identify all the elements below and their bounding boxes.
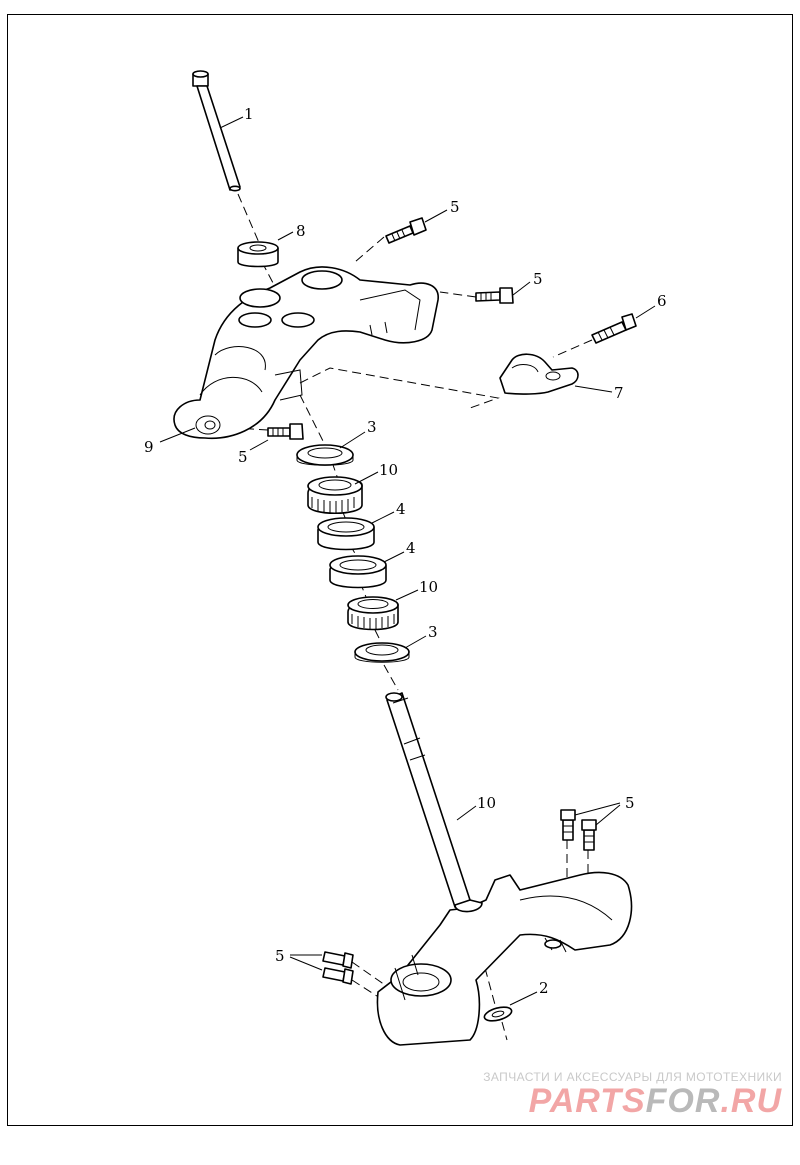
callout-5-upper-right: 5 bbox=[533, 270, 543, 288]
callout-10-upper: 10 bbox=[379, 461, 398, 479]
callout-2: 2 bbox=[539, 979, 549, 997]
part-5-screws-lower-right bbox=[560, 809, 597, 851]
callout-3-upper: 3 bbox=[367, 418, 377, 436]
callout-5-lower-right: 5 bbox=[625, 794, 635, 812]
part-10-steering-stem-lower-clamp bbox=[376, 692, 633, 1046]
part-1-long-bolt bbox=[192, 70, 241, 192]
watermark-logo-part1: PARTS bbox=[528, 1082, 646, 1120]
watermark-logo-part3: .RU bbox=[720, 1082, 782, 1120]
watermark: ЗАПЧАСТИ И АКСЕССУАРЫ ДЛЯ МОТОТЕХНИКИ PA… bbox=[483, 1070, 782, 1118]
callout-5-lower-left: 5 bbox=[275, 947, 285, 965]
part-4-bearing-race-upper bbox=[317, 517, 375, 551]
part-6-screw bbox=[591, 313, 637, 344]
diagram-frame bbox=[7, 14, 793, 1126]
part-7-clamp-bracket bbox=[499, 353, 579, 395]
callout-8: 8 bbox=[296, 222, 306, 240]
callout-7: 7 bbox=[614, 384, 624, 402]
part-5-screws-lower-left bbox=[322, 951, 354, 985]
watermark-logo-part2: FOR bbox=[645, 1082, 721, 1120]
callout-1: 1 bbox=[244, 105, 254, 123]
part-2-washer bbox=[483, 1006, 513, 1022]
callout-10-stem: 10 bbox=[477, 794, 496, 812]
part-5-screw-pinch bbox=[267, 423, 304, 440]
callout-9: 9 bbox=[144, 438, 154, 456]
callout-leaders bbox=[159, 116, 656, 1006]
watermark-tagline: ЗАПЧАСТИ И АКСЕССУАРЫ ДЛЯ МОТОТЕХНИКИ bbox=[483, 1070, 782, 1084]
callout-labels: 1 8 5 5 6 7 9 5 3 10 4 4 10 3 10 5 5 2 bbox=[144, 105, 667, 997]
part-8-nut bbox=[237, 241, 279, 268]
part-9-upper-triple-clamp bbox=[173, 266, 439, 440]
part-5-screw-upper-right bbox=[475, 287, 514, 304]
callout-5-upper-top: 5 bbox=[450, 198, 460, 216]
callout-5-pinch: 5 bbox=[238, 448, 248, 466]
part-10-bearing-upper bbox=[307, 476, 363, 514]
part-10-bearing-lower bbox=[347, 596, 399, 631]
callout-6: 6 bbox=[657, 292, 667, 310]
watermark-logo: PARTSFOR.RU bbox=[483, 1084, 782, 1118]
callout-4-upper: 4 bbox=[396, 500, 406, 518]
callout-4-lower: 4 bbox=[406, 539, 416, 557]
part-4-bearing-race-lower bbox=[329, 555, 387, 589]
part-3-dust-seal-lower bbox=[354, 642, 410, 663]
part-3-dust-seal-upper bbox=[296, 444, 354, 466]
part-5-screw-upper-top bbox=[385, 217, 427, 244]
callout-10-lower: 10 bbox=[419, 578, 438, 596]
callout-3-lower: 3 bbox=[428, 623, 438, 641]
